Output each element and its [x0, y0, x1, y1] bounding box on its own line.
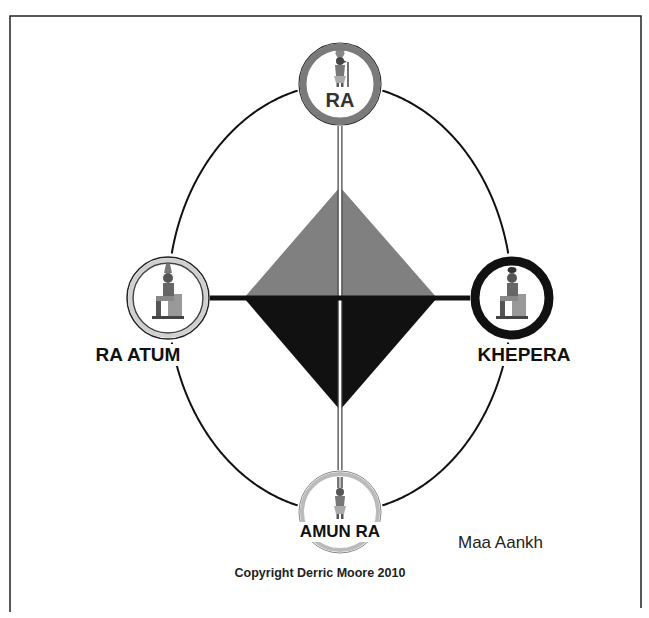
circle-arc: [382, 342, 508, 505]
ring-outline: [470, 256, 554, 340]
circle-arc: [382, 91, 508, 254]
connector-stroke: [172, 91, 298, 254]
connector-stroke: [382, 91, 508, 254]
deity-name: AMUN RA: [298, 522, 382, 542]
ring: [299, 43, 381, 125]
circle-arc: [172, 342, 298, 505]
ring: [130, 260, 206, 336]
connector-stroke: [210, 296, 470, 301]
ring: [133, 263, 203, 333]
deity-circle: KHEPERA: [470, 256, 554, 340]
ring: [303, 47, 377, 121]
deity-circle: AMUN RA: [298, 470, 382, 554]
deity-name: RA ATUM: [94, 344, 183, 366]
ring-outline: [126, 256, 210, 340]
deity-circle: RA: [298, 42, 382, 126]
khepera-figure: [496, 267, 528, 319]
deity-circle: RA ATUM: [126, 256, 210, 340]
axis-line: [210, 298, 470, 299]
amun-ra-figure: [334, 477, 346, 519]
deity-name: RA: [324, 89, 357, 112]
frame: [10, 16, 641, 612]
deity-name: KHEPERA: [476, 344, 573, 366]
connector-stroke: [382, 342, 508, 505]
circle-arc: [172, 91, 298, 254]
diagram-name: Maa Aankh: [456, 533, 545, 553]
ring-outline: [298, 42, 382, 126]
connector-stroke: [172, 342, 298, 505]
ra-atum-figure: [152, 264, 184, 319]
ring: [475, 261, 549, 335]
ring: [127, 257, 209, 339]
copyright-note: Copyright Derric Moore 2010: [233, 566, 408, 580]
ra-figure: [334, 49, 348, 88]
